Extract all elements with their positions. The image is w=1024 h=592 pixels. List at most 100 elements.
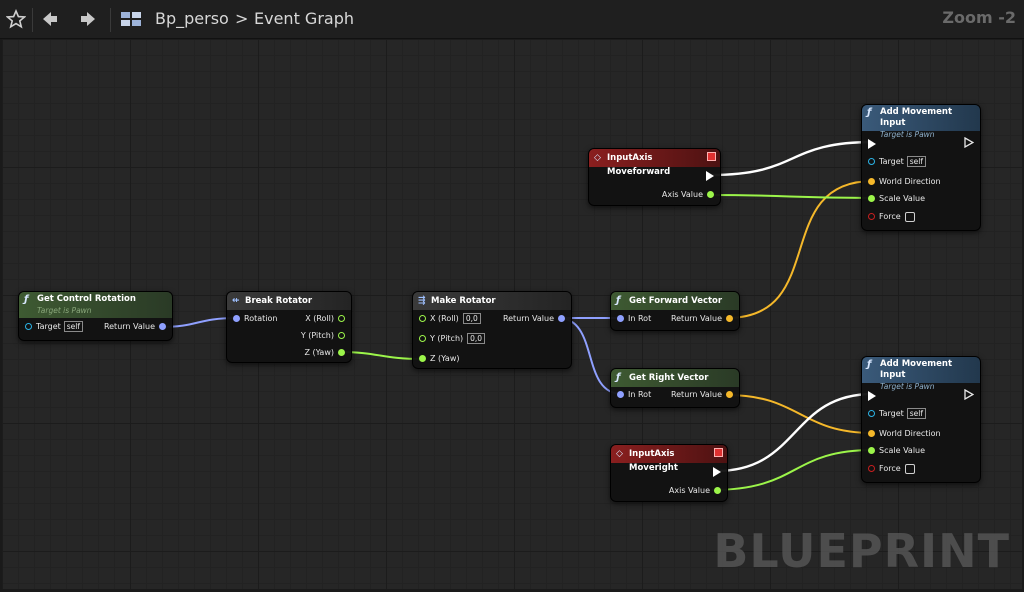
vector-pin-icon[interactable] [726, 315, 733, 322]
exec-pin-icon[interactable] [713, 466, 721, 477]
rotator-pin-icon[interactable] [558, 315, 565, 322]
object-pin-icon[interactable] [868, 410, 875, 417]
rotator-pin-icon[interactable] [159, 323, 166, 330]
float-pin-icon[interactable] [707, 191, 714, 198]
pin-y-pitch[interactable]: Y (Pitch) [301, 329, 349, 343]
node-header: ƒ Add Movement Input Target is Pawn [862, 105, 980, 139]
pin-exec-out[interactable] [706, 169, 714, 183]
node-add-movement-input-1[interactable]: ƒ Add Movement Input Target is Pawn Targ… [861, 104, 981, 231]
pin-exec-out[interactable] [964, 136, 975, 151]
pin-label: Axis Value [668, 486, 710, 495]
node-inputaxis-moveforward[interactable]: ◇ InputAxis Moveforward Axis Value [588, 148, 721, 206]
pin-rotation[interactable]: Rotation [229, 312, 277, 326]
arrow-left-icon[interactable] [37, 6, 63, 32]
node-title: Get Right Vector [629, 373, 709, 383]
self-box[interactable]: self [63, 321, 83, 332]
pin-label: Return Value [670, 390, 722, 399]
delegate-icon[interactable] [707, 152, 716, 161]
pin-force[interactable]: Force [864, 210, 915, 224]
function-icon: ƒ [867, 359, 872, 370]
pin-scale-value[interactable]: Scale Value [864, 444, 925, 458]
node-title: Get Forward Vector [629, 296, 723, 306]
pin-label: Scale Value [879, 194, 926, 203]
pin-in-rot[interactable]: In Rot [613, 388, 651, 402]
float-pin-icon[interactable] [338, 315, 345, 322]
node-subtitle: Target is Pawn [880, 130, 935, 139]
node-get-control-rotation[interactable]: ƒ Get Control Rotation Target is Pawn Ta… [18, 291, 173, 341]
float-pin-icon[interactable] [419, 315, 426, 322]
vector-pin-icon[interactable] [868, 178, 875, 185]
float-pin-icon[interactable] [419, 335, 426, 342]
arrow-right-icon[interactable] [75, 6, 101, 32]
force-checkbox[interactable] [904, 211, 915, 222]
pin-label: In Rot [628, 314, 652, 323]
pin-return-value[interactable]: Return Value [104, 320, 170, 334]
pin-scale-value[interactable]: Scale Value [864, 192, 925, 206]
pin-exec-out[interactable] [713, 465, 721, 479]
self-box[interactable]: self [906, 408, 926, 419]
pin-exec-in[interactable] [868, 389, 876, 403]
node-make-rotator[interactable]: ⇶ Make Rotator X (Roll)0,0 Return Value … [412, 291, 572, 369]
rotator-pin-icon[interactable] [233, 315, 240, 322]
object-pin-icon[interactable] [25, 323, 32, 330]
object-pin-icon[interactable] [868, 158, 875, 165]
float-pin-icon[interactable] [868, 195, 875, 202]
node-inputaxis-moveright[interactable]: ◇ InputAxis Moveright Axis Value [610, 444, 728, 502]
rotator-pin-icon[interactable] [617, 391, 624, 398]
pin-x-roll[interactable]: X (Roll)0,0 [415, 312, 481, 326]
pin-axis-value[interactable]: Axis Value [669, 484, 725, 498]
bool-pin-icon[interactable] [868, 213, 875, 220]
node-title: Add Movement Input [880, 107, 953, 128]
node-add-movement-input-2[interactable]: ƒ Add Movement Input Target is Pawn Targ… [861, 356, 981, 483]
bool-pin-icon[interactable] [868, 465, 875, 472]
node-get-right-vector[interactable]: ƒ Get Right Vector In Rot Return Value [610, 368, 740, 408]
float-pin-icon[interactable] [868, 447, 875, 454]
star-icon[interactable] [3, 6, 29, 32]
vector-pin-icon[interactable] [726, 391, 733, 398]
pin-exec-in[interactable] [868, 137, 876, 151]
toolbar-divider [32, 8, 33, 32]
pin-force[interactable]: Force [864, 462, 915, 476]
delegate-icon[interactable] [714, 448, 723, 457]
function-icon: ƒ [867, 107, 872, 118]
exec-pin-hollow-icon[interactable] [964, 136, 975, 149]
exec-pin-icon[interactable] [868, 138, 876, 149]
pin-world-direction[interactable]: World Direction [864, 427, 941, 441]
float-pin-icon[interactable] [714, 487, 721, 494]
pin-return-value[interactable]: Return Value [671, 312, 737, 326]
node-title: Add Movement Input [880, 359, 953, 380]
value-box[interactable]: 0,0 [467, 333, 486, 344]
pin-x-roll[interactable]: X (Roll) [305, 312, 349, 326]
value-box[interactable]: 0,0 [462, 313, 481, 324]
force-checkbox[interactable] [904, 463, 915, 474]
pin-axis-value[interactable]: Axis Value [662, 188, 718, 202]
pin-world-direction[interactable]: World Direction [864, 175, 941, 189]
rotator-pin-icon[interactable] [617, 315, 624, 322]
pin-return-value[interactable]: Return Value [671, 388, 737, 402]
exec-pin-hollow-icon[interactable] [964, 388, 975, 401]
pin-z-yaw[interactable]: Z (Yaw) [305, 346, 350, 360]
zoom-level: Zoom -2 [942, 8, 1016, 27]
self-box[interactable]: self [906, 156, 926, 167]
float-pin-icon[interactable] [419, 355, 426, 362]
pin-z-yaw[interactable]: Z (Yaw) [415, 352, 460, 366]
node-header: ⇶ Make Rotator [413, 292, 571, 310]
pin-label: Y (Pitch) [430, 334, 464, 343]
exec-pin-icon[interactable] [868, 390, 876, 401]
node-break-rotator[interactable]: ⇷ Break Rotator Rotation X (Roll) Y (Pit… [226, 291, 352, 363]
vector-pin-icon[interactable] [868, 430, 875, 437]
breadcrumb-blueprint[interactable]: Bp_perso [155, 9, 229, 28]
breadcrumb-graph[interactable]: Event Graph [254, 9, 354, 28]
pin-y-pitch[interactable]: Y (Pitch)0,0 [415, 332, 486, 346]
node-get-forward-vector[interactable]: ƒ Get Forward Vector In Rot Return Value [610, 291, 740, 331]
pin-return-value[interactable]: Return Value [503, 312, 569, 326]
exec-pin-icon[interactable] [706, 170, 714, 181]
pin-in-rot[interactable]: In Rot [613, 312, 651, 326]
node-header: ⇷ Break Rotator [227, 292, 351, 310]
float-pin-icon[interactable] [338, 349, 345, 356]
float-pin-icon[interactable] [338, 332, 345, 339]
pin-exec-out[interactable] [964, 388, 975, 403]
